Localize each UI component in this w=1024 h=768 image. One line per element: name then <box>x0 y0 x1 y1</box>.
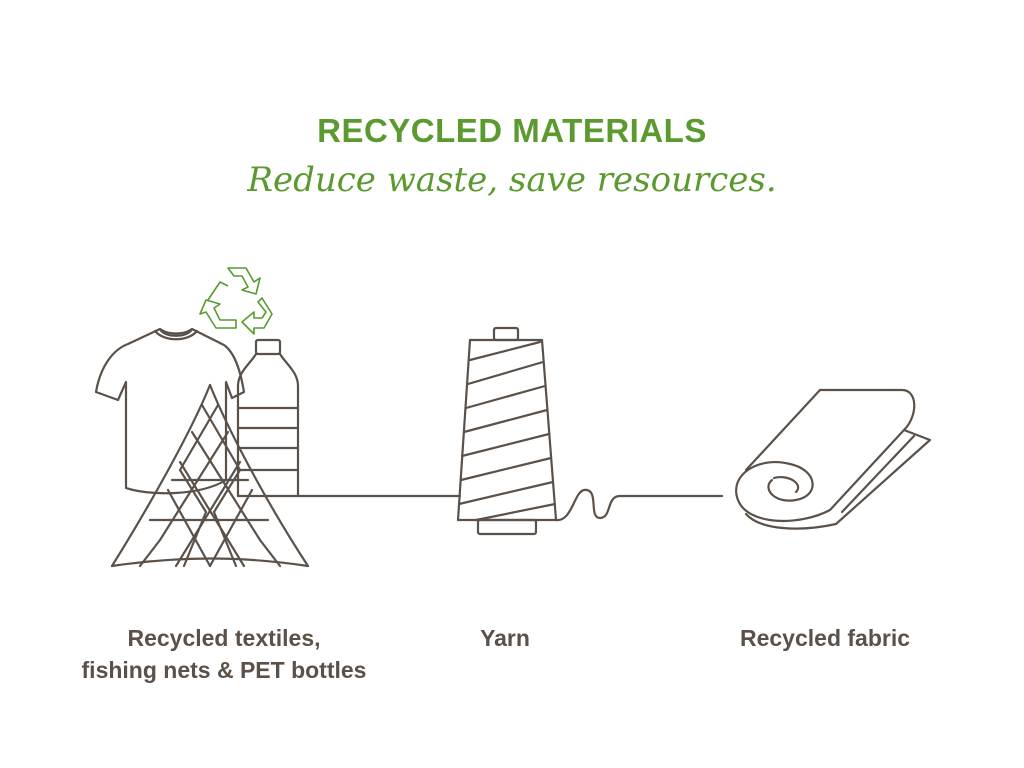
pet-bottle-icon <box>236 338 300 498</box>
page-subtitle: Reduce waste, save resources. <box>247 160 777 200</box>
step-label-recycled-inputs: Recycled textiles, fishing nets & PET bo… <box>44 622 404 686</box>
recycle-icon <box>199 267 273 335</box>
fabric-roll-icon <box>735 388 932 530</box>
tshirt-icon <box>94 327 246 495</box>
fishing-net-icon <box>110 383 310 568</box>
yarn-cone-icon <box>456 326 558 536</box>
thread-line <box>554 488 724 522</box>
page-title: RECYCLED MATERIALS <box>317 112 707 149</box>
step-label-line: Recycled textiles, <box>127 625 321 651</box>
step-label-yarn: Yarn <box>480 625 530 651</box>
step-label-line: fishing nets & PET bottles <box>81 657 367 683</box>
step-label-recycled-fabric: Recycled fabric <box>739 625 911 651</box>
